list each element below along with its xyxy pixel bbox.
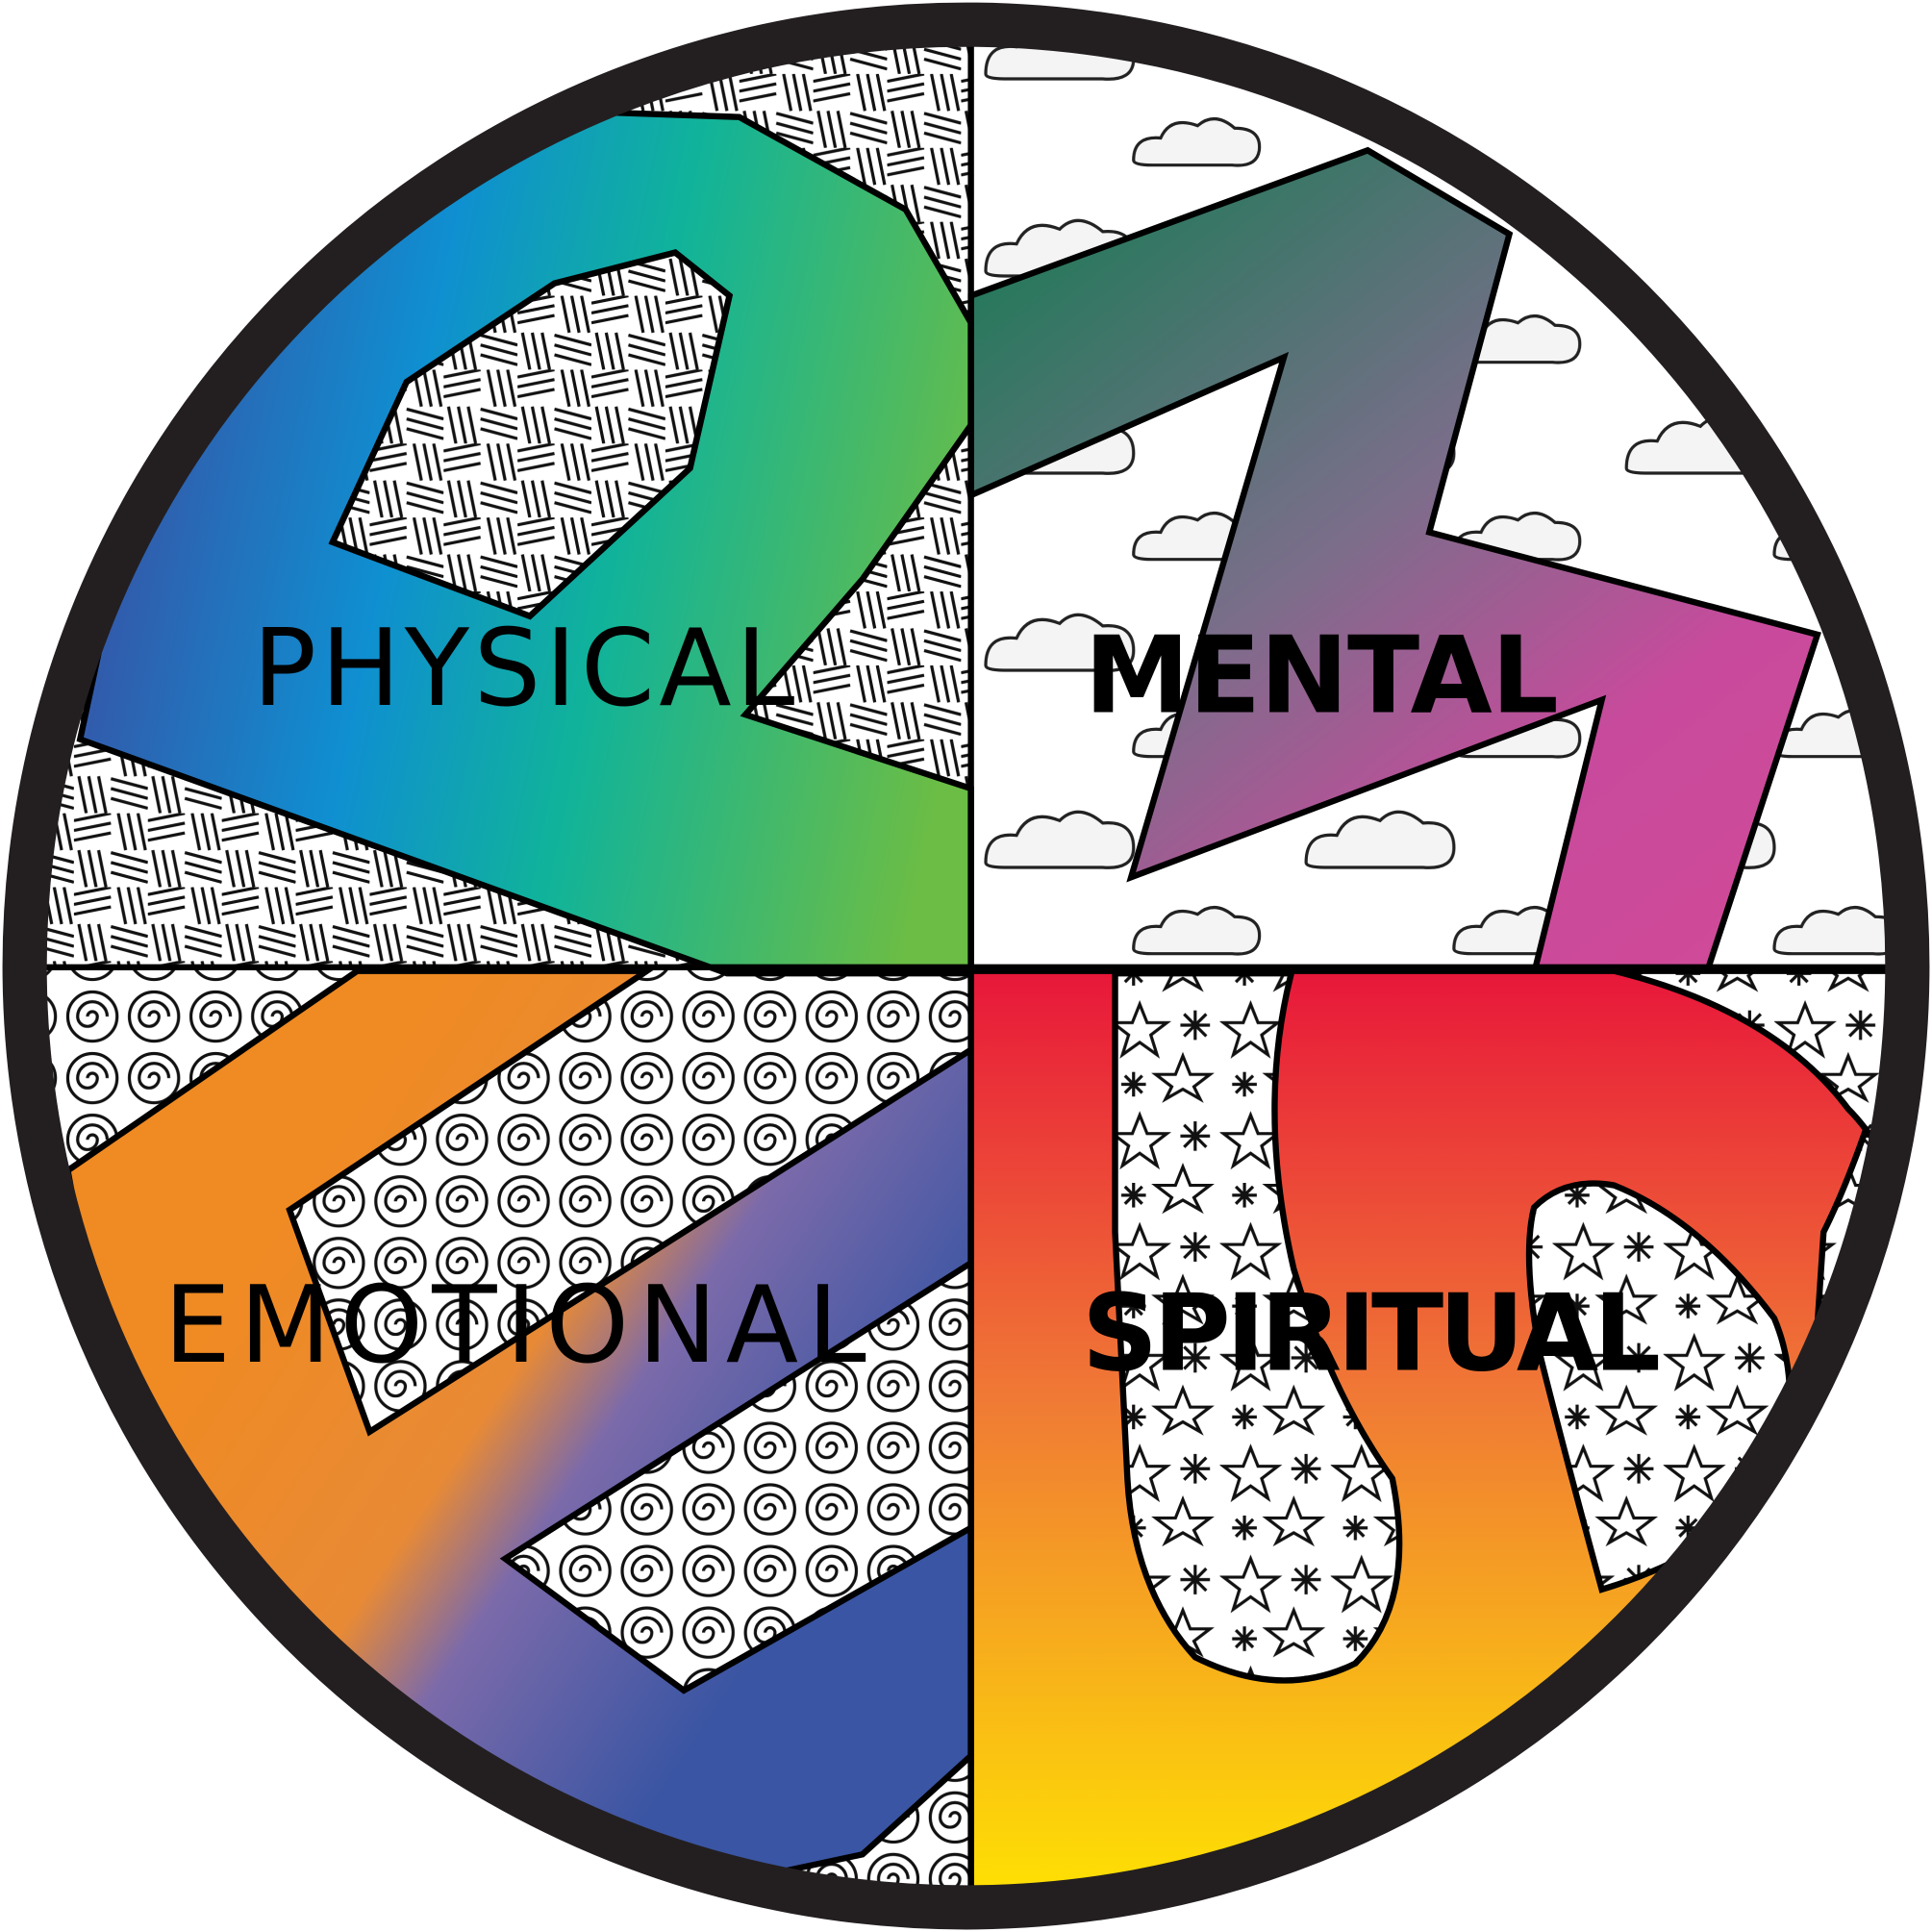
label-physical: PHYSICAL xyxy=(253,607,795,730)
spiritual-star-field-corner xyxy=(1613,967,1893,1234)
spiritual-star-field-left xyxy=(1112,969,1403,1684)
label-mental: MENTAL xyxy=(1084,615,1558,738)
label-emotional: EMOTIONAL xyxy=(163,1264,866,1387)
label-spiritual: SPIRITUAL xyxy=(1082,1272,1661,1395)
